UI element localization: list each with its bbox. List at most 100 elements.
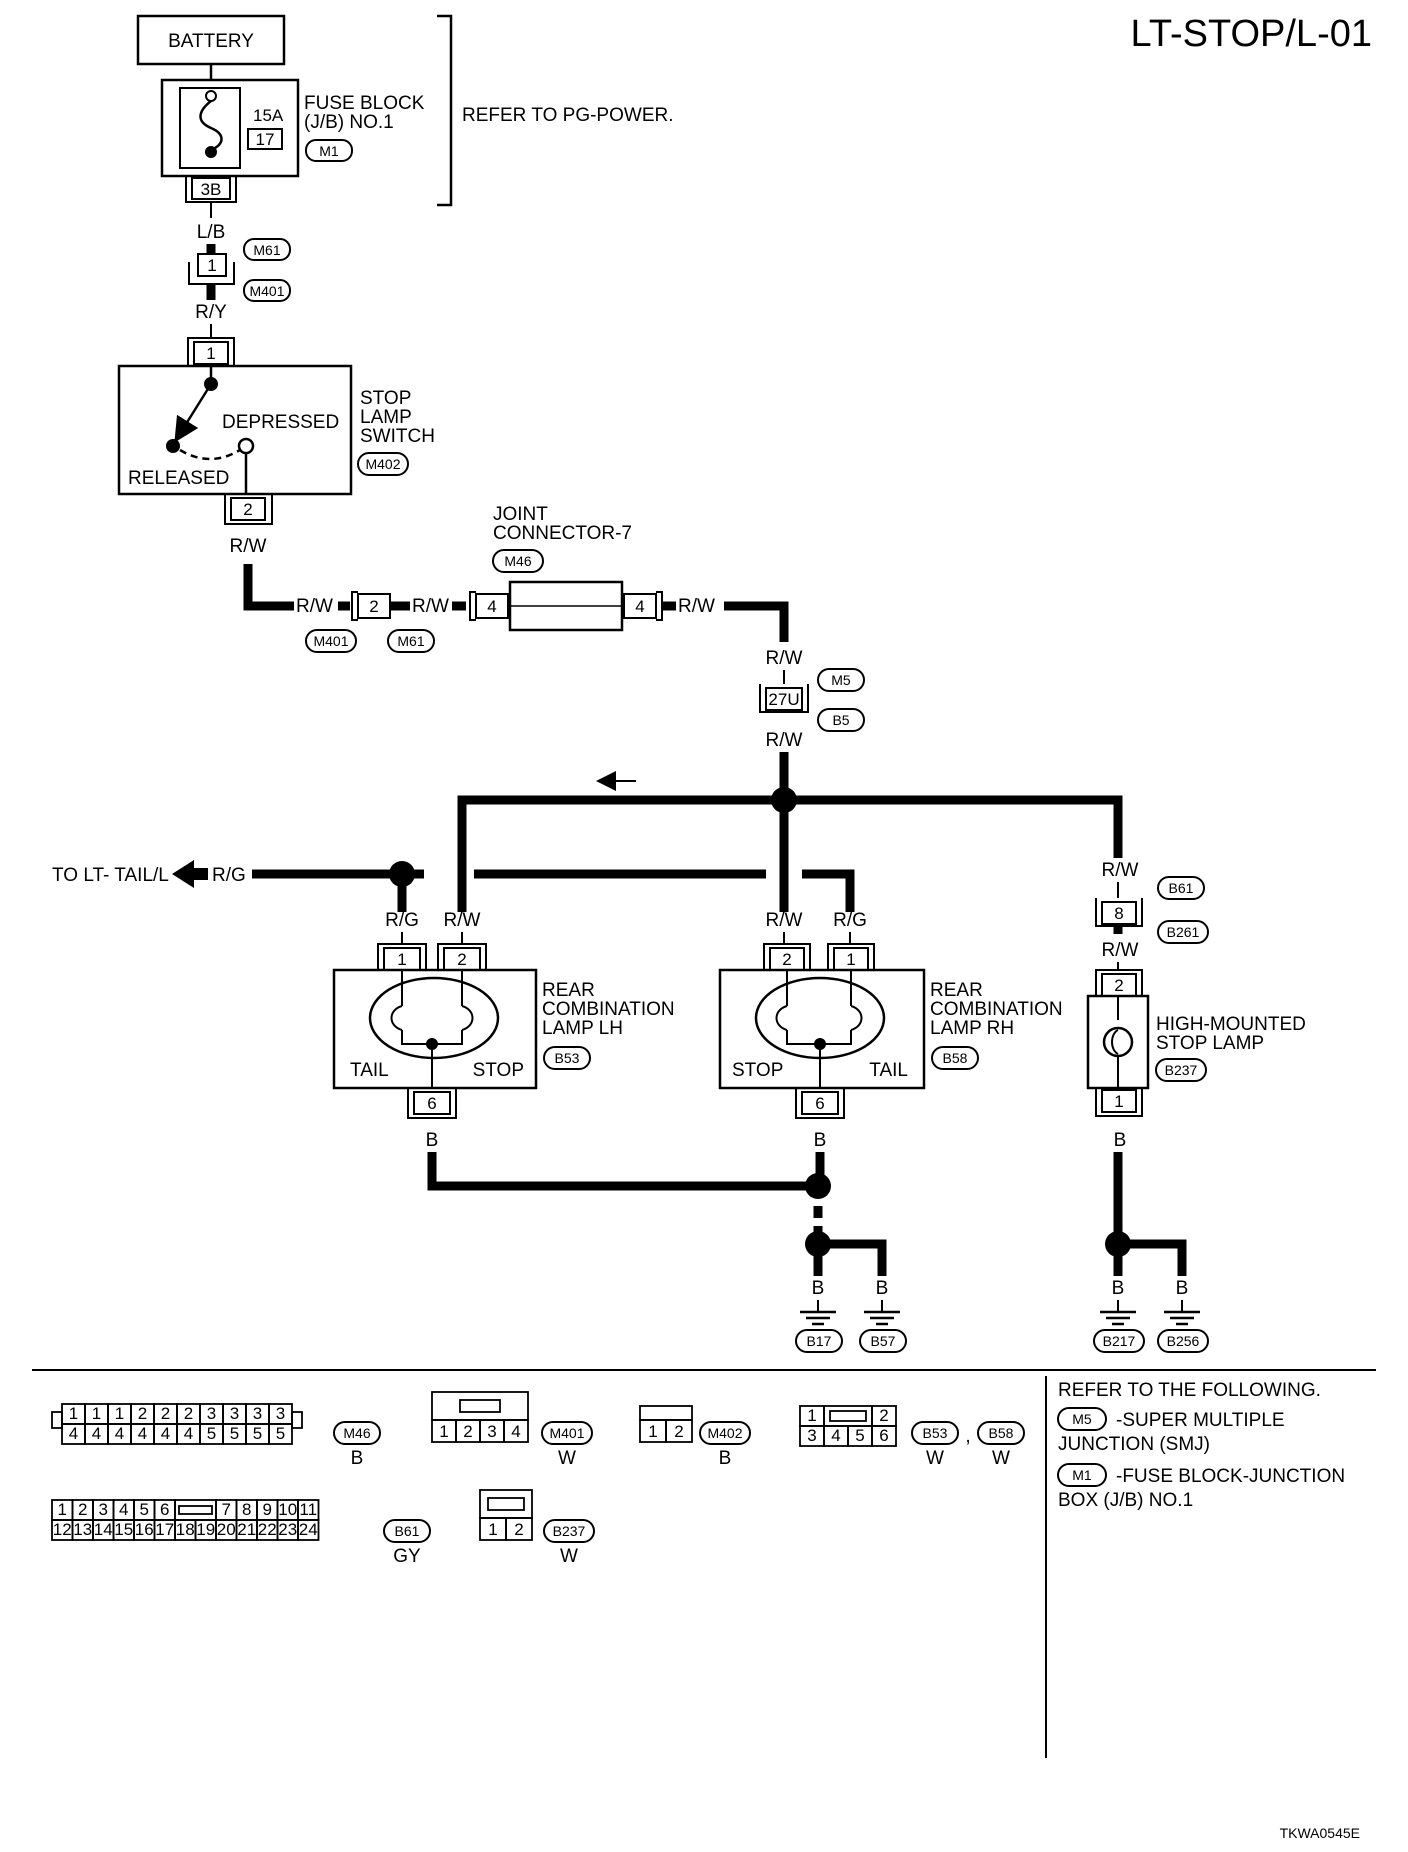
connector-pin: 16 [135, 1520, 154, 1539]
lamp-lh-label-2: COMBINATION [542, 999, 675, 1020]
svg-text:8: 8 [1114, 904, 1123, 923]
stop-lamp-switch: DEPRESSED RELEASED [117, 364, 353, 496]
rear-combination-lamp-rh: 2 1 STOP TAIL 6 [718, 943, 926, 1119]
svg-text:17: 17 [256, 130, 275, 149]
cv-b58-color: W [992, 1448, 1010, 1469]
hm-lamp-label: HIGH-MOUNTED [1156, 1014, 1306, 1035]
connector-pin: 2 [514, 1520, 523, 1539]
wire-rw-switch: R/W [230, 536, 267, 557]
svg-text:4: 4 [487, 597, 496, 616]
connector-pin: 22 [258, 1520, 277, 1539]
wire-rw-a: R/W [296, 596, 333, 617]
ground-b17: B17 [807, 1333, 832, 1349]
refer-m1-line2: BOX (J/B) NO.1 [1058, 1490, 1193, 1511]
wire-rw-hm-bottom: R/W [1102, 940, 1139, 961]
wire-rg-rh: R/G [833, 910, 867, 931]
battery-label: BATTERY [168, 31, 254, 52]
lamp-rh-tail: TAIL [869, 1060, 908, 1081]
svg-text:1: 1 [397, 950, 406, 969]
lamp-rh-stop: STOP [732, 1060, 783, 1081]
lamp-rh-label-2: COMBINATION [930, 999, 1063, 1020]
connector-pin: 8 [242, 1500, 251, 1519]
connector-b5: B5 [832, 712, 849, 728]
hm-lamp-label-2: STOP LAMP [1156, 1033, 1264, 1054]
connector-pin: 5 [207, 1424, 216, 1443]
cv-b53-color: W [926, 1448, 944, 1469]
connector-m46: M46 [504, 553, 531, 569]
lamp-lh-label-3: LAMP LH [542, 1018, 623, 1039]
wire-ry: R/Y [195, 302, 227, 323]
fuse-block-label: FUSE BLOCK [304, 93, 425, 114]
connector-pin: 12 [53, 1520, 72, 1539]
wire-rg-tail: R/G [212, 865, 246, 886]
connector-pin: 6 [160, 1500, 169, 1519]
connector-pin: 5 [230, 1424, 239, 1443]
connector-m61-inline: M61 [397, 633, 424, 649]
connector-pin: 23 [278, 1520, 297, 1539]
cv-b237-name: B237 [553, 1523, 586, 1539]
battery: BATTERY [136, 14, 286, 66]
connector-pin: 5 [140, 1500, 149, 1519]
connector-b58: B58 [943, 1050, 968, 1066]
connector-pin: 2 [463, 1422, 472, 1441]
wire-rw-rh: R/W [766, 910, 803, 931]
connector-pin: 4 [115, 1424, 124, 1443]
connector-b261: B261 [1167, 924, 1200, 940]
connector-m401-inline: M401 [313, 633, 348, 649]
cv-m401-name: M401 [549, 1425, 584, 1441]
refer-m1-line1: -FUSE BLOCK-JUNCTION [1116, 1466, 1345, 1487]
connector-pin: 2 [78, 1500, 87, 1519]
connector-pin: 19 [196, 1520, 215, 1539]
connector-pin: 2 [161, 1404, 170, 1423]
connector-pin: 4 [831, 1426, 840, 1445]
lamp-lh-tail: TAIL [350, 1060, 389, 1081]
connector-pin: 2 [879, 1406, 888, 1425]
connector-pin: 3 [230, 1404, 239, 1423]
refer-following-title: REFER TO THE FOLLOWING. [1058, 1380, 1321, 1401]
lamp-rh-label: REAR [930, 980, 983, 1001]
stop-lamp-switch-label: STOP [360, 388, 411, 409]
bulb-icon [1102, 1026, 1134, 1058]
image-code: TKWA0545E [1280, 1825, 1360, 1841]
connector-b53: B53 [555, 1050, 580, 1066]
connector-pin: 9 [263, 1500, 272, 1519]
connector-pin: 1 [115, 1404, 124, 1423]
cv-m401-color: W [558, 1448, 576, 1469]
cv-m46-name: M46 [343, 1425, 370, 1441]
connector-pin: 5 [276, 1424, 285, 1443]
svg-text:2: 2 [243, 500, 252, 519]
ground-icon [800, 1310, 1200, 1326]
terminal-27u: 27U [768, 690, 799, 709]
wire-rw-smj-top: R/W [766, 648, 803, 669]
connector-pin: 13 [73, 1520, 92, 1539]
wire-b-g3: B [1112, 1278, 1125, 1299]
connector-b61: B61 [1169, 880, 1194, 896]
svg-text:2: 2 [369, 597, 378, 616]
cv-b237-color: W [560, 1546, 578, 1567]
connector-pin: 2 [674, 1422, 683, 1441]
connector-pin: 14 [94, 1520, 113, 1539]
joint-connector-label-2: CONNECTOR-7 [493, 523, 632, 544]
connector-pin: 2 [184, 1404, 193, 1423]
connector-pin: 20 [217, 1520, 236, 1539]
wire-b-hm: B [1114, 1130, 1127, 1151]
cv-sep: , [965, 1426, 970, 1447]
fuse-icon [199, 100, 223, 152]
wire-b-lh: B [426, 1130, 439, 1151]
joint-connector-7: 4 4 [469, 580, 663, 632]
lamp-rh-label-3: LAMP RH [930, 1018, 1014, 1039]
connector-pin: 4 [119, 1500, 128, 1519]
stop-lamp-switch-label-3: SWITCH [360, 426, 435, 447]
connector-pin: 3 [276, 1404, 285, 1423]
connector-pin: 3 [487, 1422, 496, 1441]
ground-b217: B217 [1103, 1333, 1136, 1349]
wire-lb: L/B [197, 222, 226, 243]
wire-rw-b: R/W [412, 596, 449, 617]
connector-pin: 1 [58, 1500, 67, 1519]
fuse-block: 15A 17 [160, 78, 300, 178]
connector-pin: 1 [92, 1404, 101, 1423]
lamp-lh-stop: STOP [473, 1060, 524, 1081]
